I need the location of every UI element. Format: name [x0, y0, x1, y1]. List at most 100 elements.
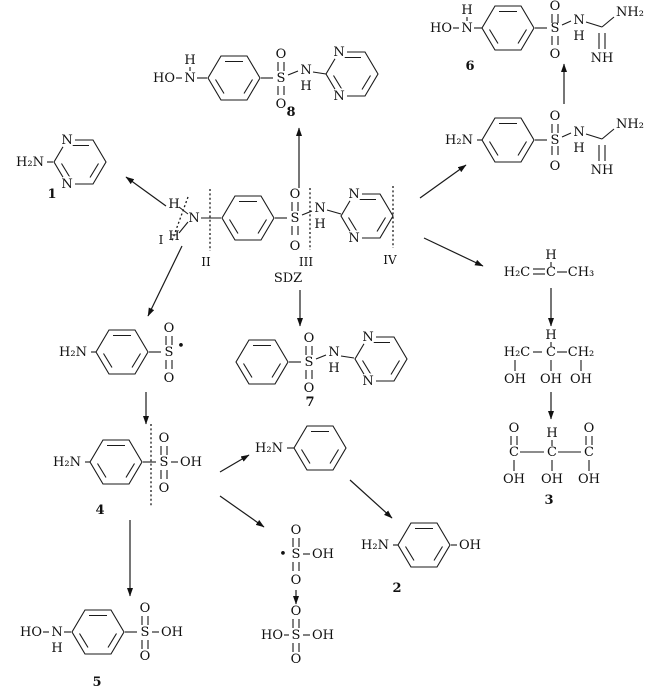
atom-label: OH — [503, 472, 525, 487]
atom-label: O — [291, 573, 302, 588]
site-label-iii: III — [299, 255, 313, 269]
benzene-ring — [481, 5, 535, 51]
atom-label: O — [291, 652, 302, 667]
bond — [326, 209, 342, 215]
atom-label: O — [509, 421, 520, 436]
atom-label: S — [160, 455, 169, 470]
atom-label: N — [573, 13, 584, 28]
atom-label: NH₂ — [616, 5, 644, 20]
arrow-sdz-to-sulfaguanidine — [419, 164, 467, 199]
radical-dot: • — [279, 547, 287, 562]
atom-label: H — [328, 361, 339, 376]
benzene-ring — [397, 522, 451, 568]
atom-label: S — [277, 71, 286, 86]
propene-intermediate: H₂C C H CH₃ — [504, 248, 595, 280]
atom-label: S — [165, 345, 174, 360]
atom-label: O — [291, 523, 302, 538]
bond — [312, 71, 327, 75]
atom-label: S — [305, 355, 314, 370]
atom-label: H — [168, 229, 179, 244]
atom-label: HO — [153, 71, 175, 86]
atom-label: H — [461, 3, 472, 18]
atom-label: N — [61, 177, 72, 192]
reaction-arrows — [125, 63, 567, 605]
atom-label: H — [545, 328, 556, 343]
arrow-sdz-to-propene — [423, 237, 484, 267]
compound-7-desamino-sdz: S O O N H N N 7 — [235, 328, 408, 410]
atom-label: NH — [591, 51, 614, 66]
atom-label: S — [292, 628, 301, 643]
atom-label: H₂N — [59, 345, 87, 360]
atom-label: OH — [161, 625, 183, 640]
atom-label: HO — [261, 628, 283, 643]
atom-label: N — [348, 231, 359, 246]
benzene-ring — [293, 425, 347, 471]
atom-label: C — [509, 445, 519, 460]
atom-label: HO — [430, 21, 452, 36]
benzene-ring — [95, 329, 149, 375]
compound-number-3: 3 — [544, 493, 553, 508]
atom-label: N — [51, 625, 62, 640]
atom-label: O — [550, 109, 561, 124]
atom-label: N — [184, 71, 195, 86]
atom-label: H — [573, 141, 584, 156]
atom-label: O — [140, 601, 151, 616]
compound-number-2: 2 — [392, 581, 401, 596]
compound-3-tartronic-acid: O C H C O C OH OH OH 3 — [503, 421, 600, 508]
atom-label: H — [168, 197, 179, 212]
benzene-ring — [221, 195, 275, 241]
sulfaguanidine-intermediate: H₂N S O O N H NH₂ NH — [445, 109, 644, 178]
atom-label: S — [551, 133, 560, 148]
bond — [287, 70, 299, 76]
atom-label: N — [300, 63, 311, 78]
atom-label: N — [328, 345, 339, 360]
compound-number-1: 1 — [47, 187, 56, 202]
compound-2-aminophenol: H₂N OH 2 — [361, 522, 481, 596]
atom-label: O — [164, 371, 175, 386]
atom-label: OH — [578, 472, 600, 487]
sulfuric-acid: HO S O O OH — [261, 604, 334, 667]
atom-label: NH₂ — [616, 117, 644, 132]
bond — [601, 16, 615, 28]
atom-label: O — [159, 481, 170, 496]
atom-label: O — [164, 321, 175, 336]
cleavage-line-i — [171, 196, 189, 242]
atom-label: N — [348, 187, 359, 202]
benzene-ring — [71, 609, 125, 655]
bond — [340, 355, 355, 359]
atom-label: O — [304, 331, 315, 346]
atom-label: H₂N — [53, 455, 81, 470]
atom-label: H — [573, 29, 584, 44]
compound-4-sulfanilic-acid: H₂N S O O OH 4 — [53, 424, 202, 518]
atom-label: OH — [541, 472, 563, 487]
atom-label: C — [546, 345, 556, 360]
atom-label: N — [333, 89, 344, 104]
atom-label: O — [290, 187, 301, 202]
bond — [315, 354, 327, 360]
atom-label: H — [546, 426, 557, 441]
bond — [601, 128, 615, 140]
atom-label: H₂N — [445, 133, 473, 148]
atom-label: N — [333, 45, 344, 60]
atom-label: S — [551, 21, 560, 36]
atom-label: O — [550, 47, 561, 62]
bond — [561, 132, 572, 138]
sulfite-radical: • S O O OH — [279, 523, 334, 588]
atom-label: O — [584, 421, 595, 436]
atom-label: C — [584, 445, 594, 460]
atom-label: H₂C — [504, 265, 531, 280]
atom-label: S — [141, 625, 150, 640]
atom-label: O — [304, 381, 315, 396]
atom-label: HO — [20, 625, 42, 640]
atom-label: O — [276, 97, 287, 112]
atom-label: H — [184, 53, 195, 68]
bond — [178, 221, 189, 234]
compound-number-8: 8 — [286, 105, 295, 120]
atom-label: H — [300, 79, 311, 94]
atom-label: NH — [591, 163, 614, 178]
compound-5-hydroxylamino-benzenesulfonic-acid: HO N H S O O OH 5 — [20, 601, 183, 690]
atom-label: H — [51, 641, 62, 656]
compound-number-5: 5 — [92, 675, 101, 690]
